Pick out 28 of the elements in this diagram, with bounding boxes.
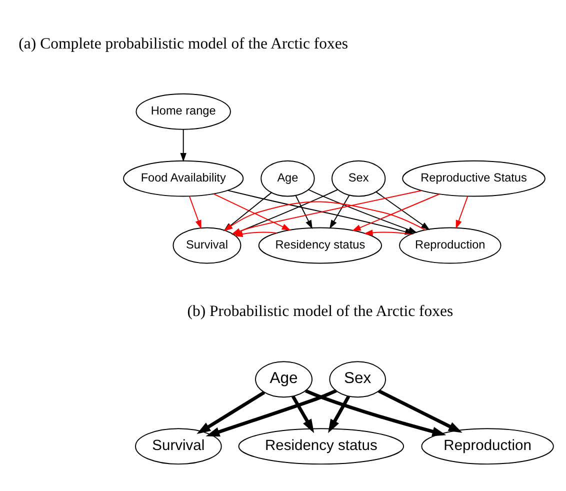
arrow xyxy=(378,389,462,433)
node-ellipse: Residency status xyxy=(258,227,382,264)
arrow xyxy=(292,396,314,434)
node-ellipse: Food Availability xyxy=(123,160,244,197)
arrow xyxy=(364,230,412,236)
node-ellipse: Age xyxy=(255,361,312,398)
arrow xyxy=(352,194,440,232)
arrow xyxy=(329,194,350,229)
node-ellipse: Sex xyxy=(332,160,386,197)
label: (b) Probabilistic model of the Arctic foxes xyxy=(187,303,454,320)
arrow xyxy=(328,396,350,434)
node-ellipse: Age xyxy=(260,160,315,197)
arrow xyxy=(206,389,337,437)
arrow xyxy=(295,195,312,230)
arrow xyxy=(305,389,446,436)
arrow xyxy=(180,129,186,162)
node-ellipse: Residency status xyxy=(238,428,404,465)
label: (a) Complete probabilistic model of the Arctic foxes xyxy=(18,35,348,52)
node-ellipse: Reproduction xyxy=(421,428,554,465)
arrow xyxy=(188,196,202,229)
node-ellipse: Home range xyxy=(136,93,231,130)
arrow xyxy=(234,231,278,238)
arrow xyxy=(456,196,468,230)
arrow xyxy=(196,390,266,434)
arrow xyxy=(308,189,418,233)
arrow xyxy=(376,192,430,230)
node-ellipse: Sex xyxy=(329,361,386,398)
node-ellipse: Reproductive Status xyxy=(402,160,546,197)
